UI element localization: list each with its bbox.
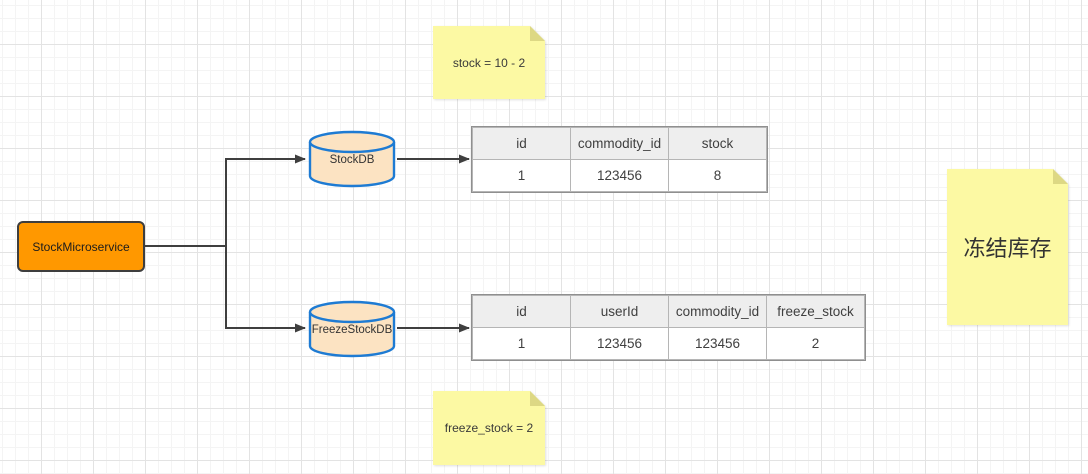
table-cell: 123456 bbox=[570, 327, 669, 360]
table-cell: 123456 bbox=[570, 159, 669, 192]
column-header: stock bbox=[668, 127, 767, 160]
sticky-note-title[interactable]: 冻结库存 bbox=[947, 169, 1068, 325]
node-stockdb-label: StockDB bbox=[329, 154, 375, 166]
sticky-note-stock-text: stock = 10 - 2 bbox=[433, 26, 545, 99]
column-header: id bbox=[472, 127, 571, 160]
sticky-note-freeze-stock[interactable]: freeze_stock = 2 bbox=[433, 391, 545, 465]
freeze-stock-table-header-row: id userId commodity_id freeze_stock bbox=[472, 295, 865, 328]
table-cell: 123456 bbox=[668, 327, 767, 360]
node-freezestockdb[interactable]: FreezeStockDB bbox=[307, 300, 397, 358]
freeze-stock-table[interactable]: id userId commodity_id freeze_stock 1 12… bbox=[472, 295, 865, 360]
note-fold-corner bbox=[1053, 169, 1068, 184]
node-stockmicroservice-label: StockMicroservice bbox=[32, 239, 130, 254]
stock-table[interactable]: id commodity_id stock 1 123456 8 bbox=[472, 127, 767, 192]
table-cell: 8 bbox=[668, 159, 767, 192]
table-row: 1 123456 8 bbox=[472, 159, 767, 192]
database-cylinder-icon bbox=[308, 130, 396, 188]
table-row: 1 123456 123456 2 bbox=[472, 327, 865, 360]
column-header: freeze_stock bbox=[766, 295, 865, 328]
node-freezestockdb-label: FreezeStockDB bbox=[311, 324, 393, 336]
edge-service-to-stockdb[interactable] bbox=[225, 154, 306, 246]
table-cell: 2 bbox=[766, 327, 865, 360]
note-fold-corner bbox=[530, 26, 545, 41]
node-stockmicroservice[interactable]: StockMicroservice bbox=[17, 221, 145, 272]
database-cylinder-icon bbox=[308, 300, 396, 358]
column-header: id bbox=[472, 295, 571, 328]
stock-table-header-row: id commodity_id stock bbox=[472, 127, 767, 160]
sticky-note-stock[interactable]: stock = 10 - 2 bbox=[433, 26, 545, 99]
column-header: commodity_id bbox=[668, 295, 767, 328]
column-header: userId bbox=[570, 295, 669, 328]
note-fold-corner bbox=[530, 391, 545, 406]
table-cell: 1 bbox=[472, 159, 571, 192]
edge-service-to-freezestockdb[interactable] bbox=[225, 246, 306, 333]
node-stockdb[interactable]: StockDB bbox=[307, 130, 397, 188]
column-header: commodity_id bbox=[570, 127, 669, 160]
sticky-note-freeze-stock-text: freeze_stock = 2 bbox=[433, 391, 545, 465]
table-cell: 1 bbox=[472, 327, 571, 360]
sticky-note-title-text: 冻结库存 bbox=[947, 169, 1068, 325]
